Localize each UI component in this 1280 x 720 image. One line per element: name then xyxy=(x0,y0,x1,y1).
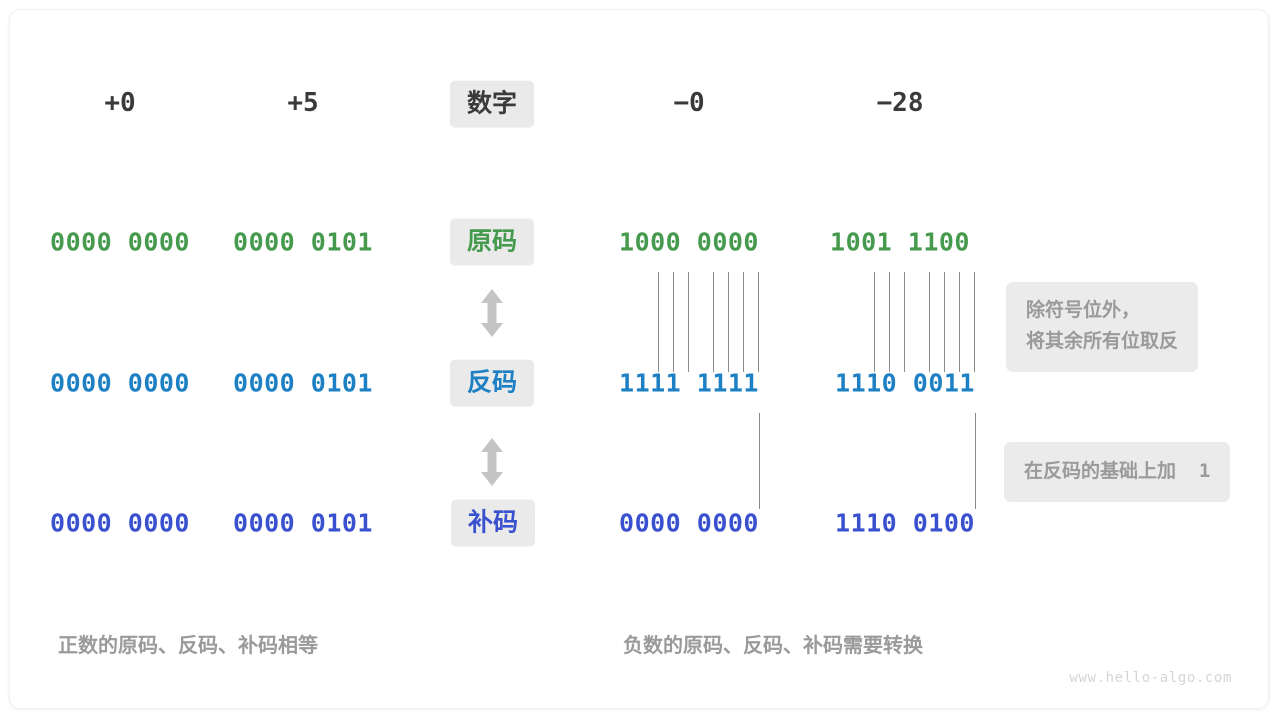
note-add-one-value: 1 xyxy=(1198,460,1211,482)
connector-line xyxy=(759,413,760,509)
row-label-number: 数字 xyxy=(449,80,535,128)
note-add-one: 在反码的基础上加 1 xyxy=(1004,442,1231,502)
value-ones-complement-minus-zero: 1111 1111 xyxy=(619,368,759,398)
connector-line xyxy=(959,272,960,372)
value-twos-complement-minus-zero: 0000 0000 xyxy=(619,508,759,538)
row-label-twos-complement: 补码 xyxy=(450,499,536,547)
connector-line xyxy=(658,272,659,372)
value-ones-complement-plus-five: 0000 0101 xyxy=(233,368,373,398)
connector-line xyxy=(944,272,945,372)
connector-line xyxy=(904,272,905,372)
row-label-sign-magnitude: 原码 xyxy=(449,218,535,266)
connector-line xyxy=(874,272,875,372)
connector-line xyxy=(929,272,930,372)
value-twos-complement-plus-five: 0000 0101 xyxy=(233,508,373,538)
connector-line xyxy=(743,272,744,372)
note-invert-line-1: 除符号位外， xyxy=(1026,300,1141,321)
note-invert-line-2: 将其余所有位取反 xyxy=(1026,330,1179,352)
note-invert-bits: 除符号位外， 将其余所有位取反 xyxy=(1006,282,1199,372)
connector-line xyxy=(673,272,674,372)
figure-frame: +0 +5 数字 −0 −28 0000 0000 0000 0101 原码 1… xyxy=(10,10,1268,708)
row-label-ones-complement: 反码 xyxy=(449,359,535,407)
caption-negative: 负数的原码、反码、补码需要转换 xyxy=(623,635,923,657)
value-sign-magnitude-minus-zero: 1000 0000 xyxy=(619,227,759,257)
column-header-minus-zero: −0 xyxy=(673,88,705,118)
connector-line xyxy=(713,272,714,372)
connector-line xyxy=(975,413,976,509)
source-watermark: www.hello-algo.com xyxy=(1069,670,1232,686)
value-twos-complement-minus-twentyeight: 1110 0100 xyxy=(835,508,975,538)
value-twos-complement-plus-zero: 0000 0000 xyxy=(50,508,190,538)
value-sign-magnitude-plus-zero: 0000 0000 xyxy=(50,227,190,257)
connector-line xyxy=(974,272,975,372)
connector-line xyxy=(728,272,729,372)
value-ones-complement-minus-twentyeight: 1110 0011 xyxy=(835,368,975,398)
value-sign-magnitude-minus-twentyeight: 1001 1100 xyxy=(830,227,970,257)
caption-positive: 正数的原码、反码、补码相等 xyxy=(58,635,318,657)
connector-line xyxy=(758,272,759,372)
double-arrow-vertical-icon xyxy=(479,437,505,487)
value-sign-magnitude-plus-five: 0000 0101 xyxy=(233,227,373,257)
double-arrow-vertical-icon xyxy=(479,288,505,338)
column-header-plus-five: +5 xyxy=(287,88,319,118)
connector-line xyxy=(688,272,689,372)
value-ones-complement-plus-zero: 0000 0000 xyxy=(50,368,190,398)
connector-line xyxy=(889,272,890,372)
column-header-plus-zero: +0 xyxy=(104,88,136,118)
column-header-minus-twentyeight: −28 xyxy=(876,88,924,118)
note-add-one-text: 在反码的基础上加 xyxy=(1024,461,1177,482)
